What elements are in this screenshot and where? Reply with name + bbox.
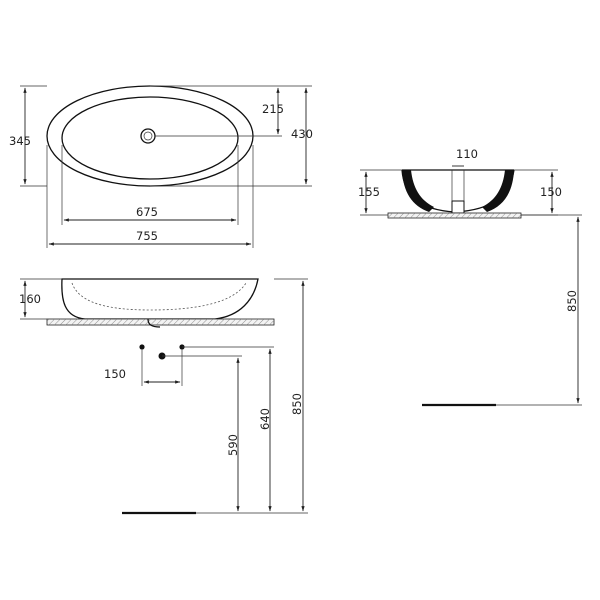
dim-155: 155: [358, 185, 380, 199]
dim-755: 755: [136, 229, 158, 243]
basin-side-right-wall: [482, 170, 514, 212]
dim-110: 110: [456, 147, 478, 161]
dim-150: 150: [104, 367, 126, 381]
dim-345: 345: [9, 134, 31, 148]
dim-675: 675: [136, 205, 158, 219]
drain-hole-outer: [140, 128, 156, 144]
dim-160: 160: [19, 292, 41, 306]
side-elevation: 110 155 150 850: [358, 147, 582, 407]
dim-850-side: 850: [565, 290, 579, 312]
waste-point-left: [139, 344, 145, 350]
dim-640: 640: [258, 408, 272, 430]
drain-hole-inner: [143, 131, 153, 141]
plan-view: 345 215 430 675 755: [9, 85, 313, 248]
side-drain-outlet: [451, 200, 465, 214]
dim-590: 590: [226, 434, 240, 456]
front-elevation: 160 150 590 640 850: [19, 278, 308, 515]
dim-850-front: 850: [290, 393, 304, 415]
dim-430: 430: [291, 127, 313, 141]
basin-inner-bowl: [61, 96, 239, 180]
basin-side-left-wall: [402, 170, 434, 212]
dim-215: 215: [262, 102, 284, 116]
basin-front-profile: [61, 278, 259, 320]
basin-front-inner: [71, 282, 247, 311]
dim-150-side: 150: [540, 185, 562, 199]
